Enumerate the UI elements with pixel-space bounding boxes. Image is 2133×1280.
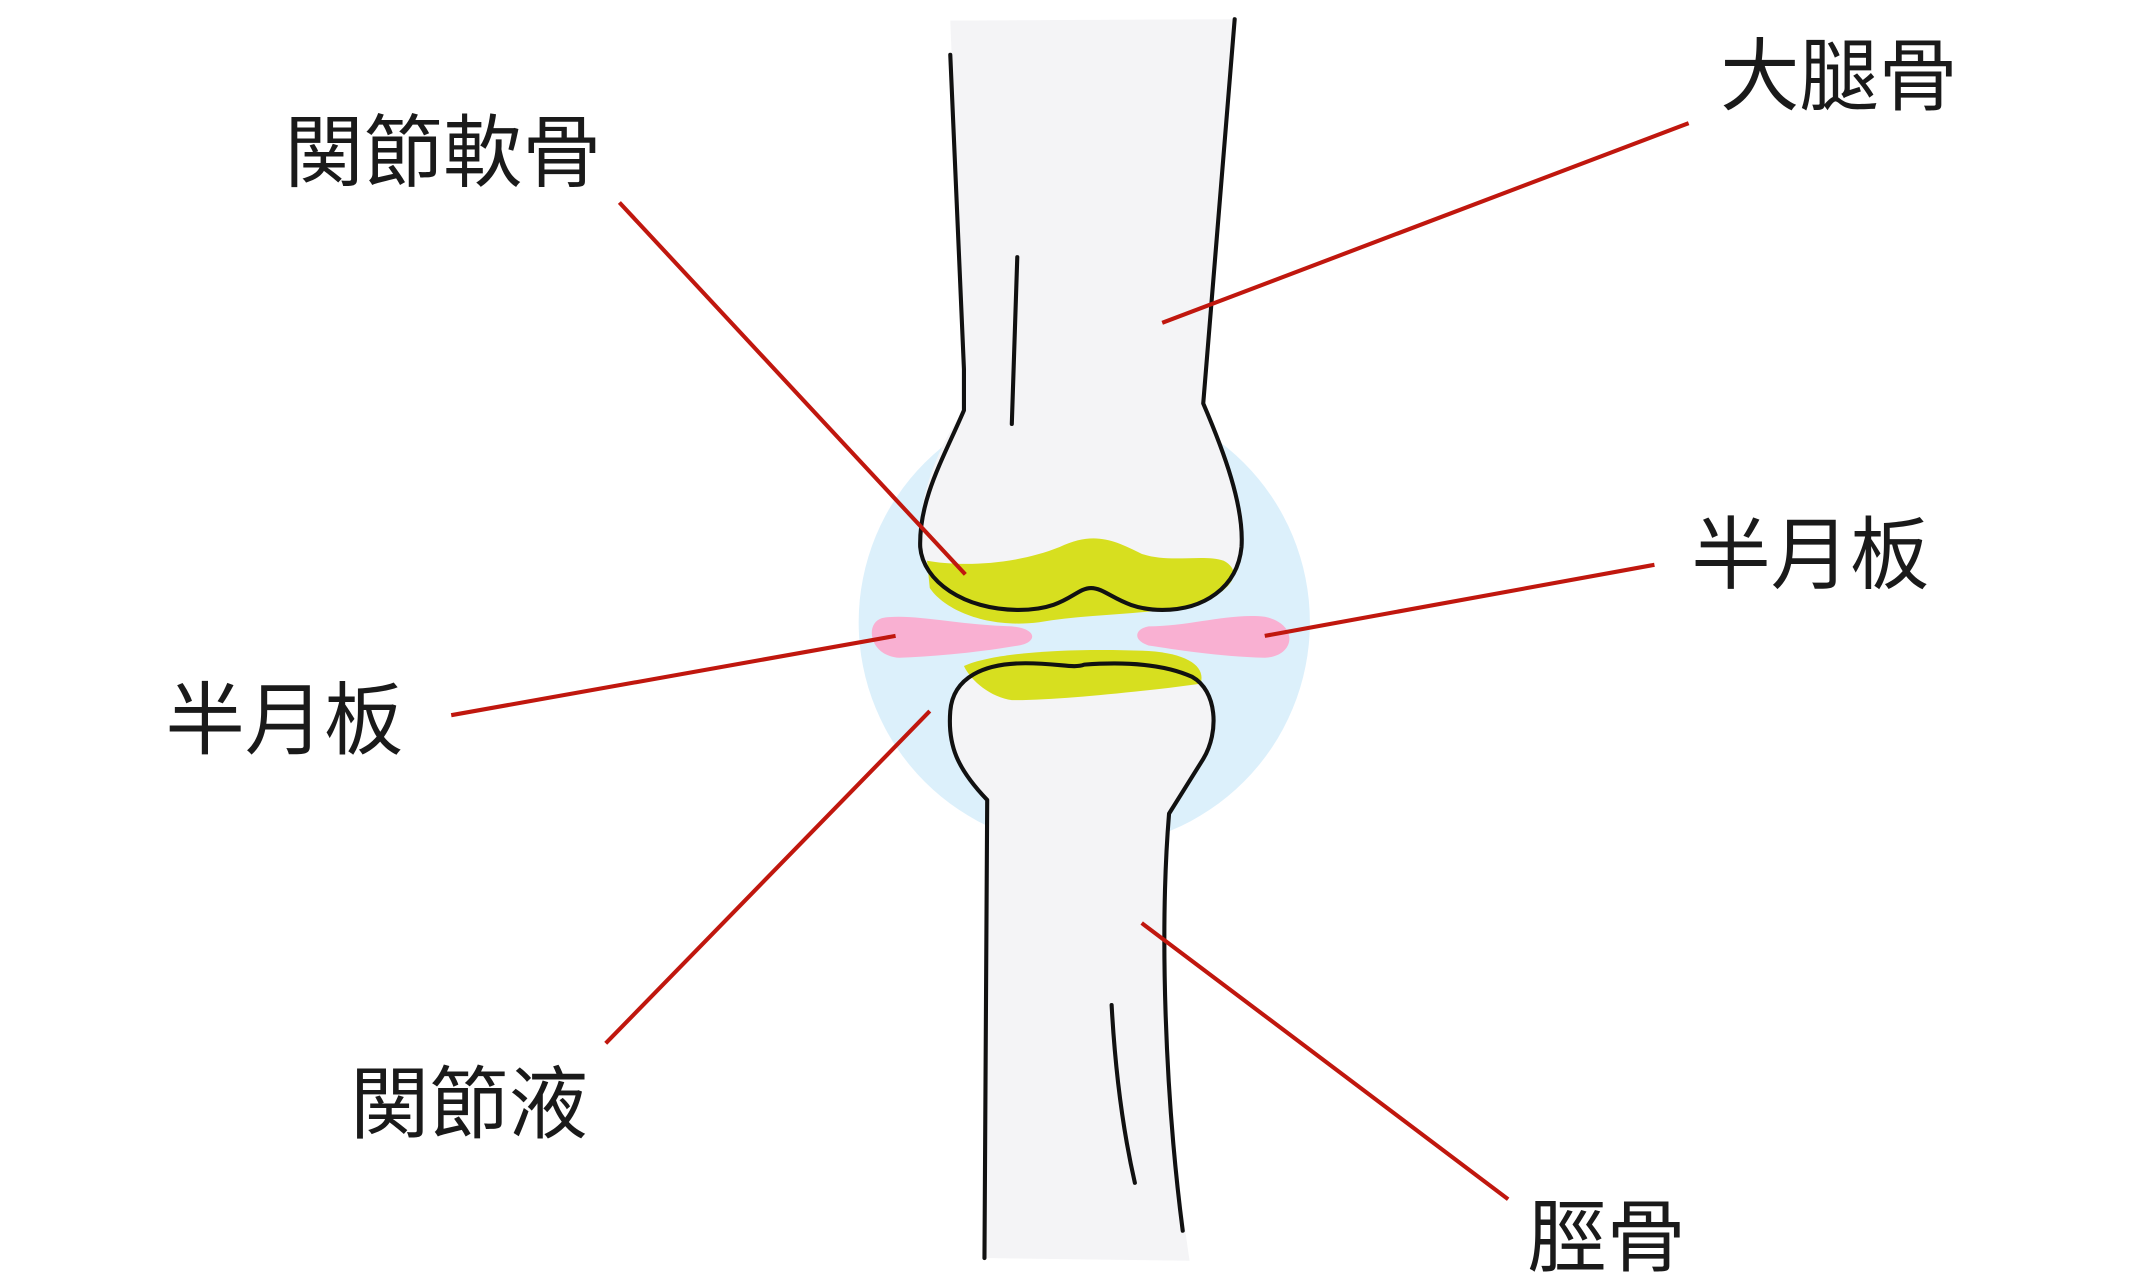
label-meniscus-left: 半月板 <box>165 674 403 767</box>
label-tibia: 脛骨 <box>1527 1191 1686 1280</box>
label-articular-cartilage: 関節軟骨 <box>284 107 601 200</box>
meniscus-left <box>871 616 1033 658</box>
leader-line-tibia <box>1140 921 1510 1201</box>
leader-line-articular-cartilage <box>617 201 967 576</box>
label-femur: 大腿骨 <box>1720 30 1958 123</box>
femur-cartilage <box>927 538 1234 624</box>
label-meniscus-right: 半月板 <box>1691 509 1929 602</box>
leader-line-femur <box>1161 121 1690 325</box>
leader-line-synovial-fluid <box>604 709 932 1045</box>
label-synovial-fluid: 関節液 <box>350 1058 588 1151</box>
leader-line-meniscus-left <box>450 633 896 718</box>
tibia <box>947 650 1216 1261</box>
meniscus-right <box>1137 615 1290 658</box>
leader-line-meniscus-right <box>1264 562 1655 638</box>
femur <box>918 17 1244 624</box>
